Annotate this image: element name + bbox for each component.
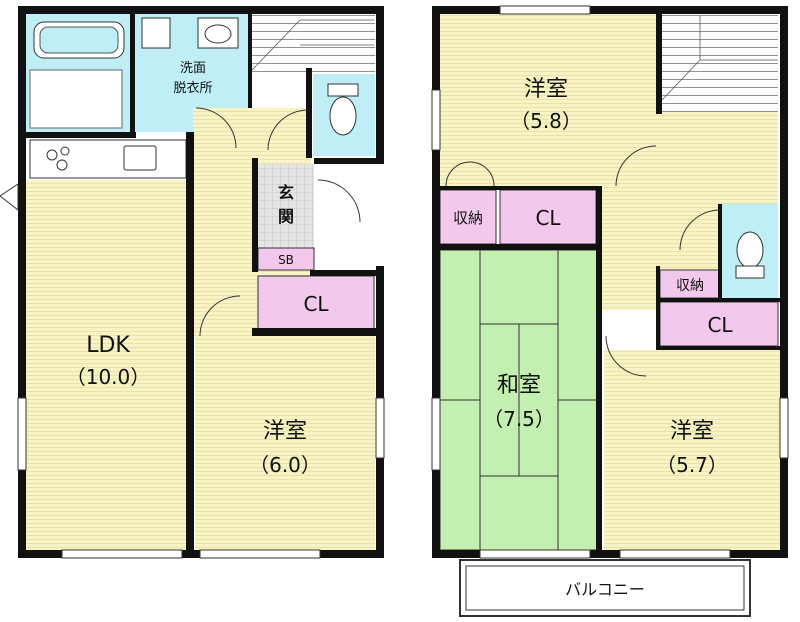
entrance-label-line2: 関 bbox=[278, 207, 294, 226]
walls-2f bbox=[432, 6, 788, 558]
japanese-room-label: 和室 bbox=[497, 373, 541, 398]
western-room-2-size: （5.7） bbox=[656, 453, 728, 477]
washbasin-icon bbox=[141, 17, 239, 49]
kitchen-counter bbox=[29, 139, 187, 179]
entrance-label-line1: 玄 bbox=[278, 183, 294, 202]
room-western-6-0 bbox=[195, 336, 375, 550]
windows-1f bbox=[17, 397, 385, 559]
storage-1 bbox=[439, 189, 497, 245]
closet-1-label: CL bbox=[535, 206, 561, 230]
balcony-label: バルコニー bbox=[565, 580, 645, 599]
room-japanese-7-5 bbox=[439, 249, 599, 551]
western-room-1-size: （5.8） bbox=[510, 109, 582, 133]
closet-2f-2 bbox=[659, 301, 779, 347]
japanese-room-size: （7.5） bbox=[483, 407, 555, 431]
toilet-icon bbox=[735, 231, 765, 279]
balcony bbox=[459, 559, 751, 617]
doors-2f bbox=[445, 145, 721, 377]
ldk-size: （10.0） bbox=[66, 365, 151, 389]
western-room-size: （6.0） bbox=[249, 453, 321, 477]
room-western-5-7 bbox=[604, 350, 780, 552]
storage-1-label: 収納 bbox=[453, 209, 483, 227]
stove-icon bbox=[46, 146, 70, 171]
storage-2-label: 収納 bbox=[676, 278, 704, 294]
ldk-label: LDK bbox=[86, 333, 130, 358]
doors-1f bbox=[0, 107, 361, 337]
western-room-1-label: 洋室 bbox=[524, 77, 568, 102]
floor-2: 洋室 （5.8） 収納 CL 和室 （7.5） 収納 CL 洋室 （5.7） バ… bbox=[431, 5, 789, 617]
room-ldk bbox=[26, 180, 190, 550]
windows-2f bbox=[431, 5, 789, 559]
toilet-icon bbox=[327, 83, 359, 136]
floor-1: LDK （10.0） 洋室 （6.0） 洗面 脱衣所 玄 関 SB CL bbox=[0, 6, 385, 559]
closet-2f-1 bbox=[499, 189, 597, 245]
sink-icon bbox=[123, 145, 157, 171]
bathtub-icon bbox=[29, 21, 125, 129]
washroom-label-line2: 脱衣所 bbox=[173, 80, 212, 96]
closet-2-label: CL bbox=[707, 313, 733, 337]
washroom-label-line1: 洗面 bbox=[180, 61, 206, 76]
entrance bbox=[258, 164, 314, 248]
closet-label-1f: CL bbox=[303, 292, 329, 316]
western-room-label: 洋室 bbox=[263, 419, 307, 444]
shoe-box-label: SB bbox=[278, 253, 294, 267]
staircase-icon bbox=[250, 14, 375, 72]
western-room-2-label: 洋室 bbox=[670, 419, 714, 444]
